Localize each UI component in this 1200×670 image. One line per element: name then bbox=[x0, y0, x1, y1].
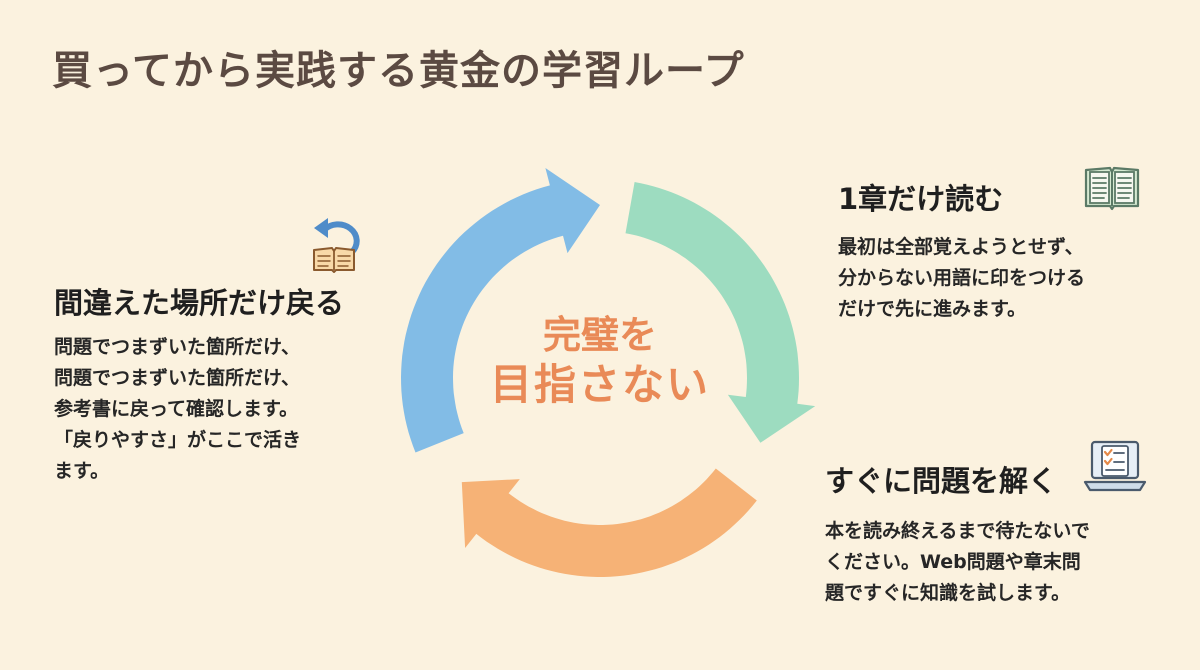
book-return-icon bbox=[313, 218, 360, 273]
step-line: 参考書に戻って確認します。 bbox=[54, 398, 299, 420]
arrow-green bbox=[625, 182, 816, 443]
step-line: 「戻りやすさ」がここで活き bbox=[54, 429, 302, 451]
center-line-2: 目指さない bbox=[489, 360, 710, 409]
step-heading: 1章だけ読む bbox=[838, 182, 1004, 216]
step-line: 問題でつまずいた箇所だけ、 bbox=[54, 367, 301, 389]
arrow-orange bbox=[461, 468, 757, 577]
step-line: 問題でつまずいた箇所だけ、 bbox=[54, 336, 301, 358]
step-review-mistakes: 間違えた場所だけ戻る 問題でつまずいた箇所だけ、 問題でつまずいた箇所だけ、 参… bbox=[54, 280, 344, 487]
center-message: 完璧を 目指さない bbox=[470, 312, 730, 412]
step-line: ます。 bbox=[54, 460, 110, 482]
step-line: 本を読み終えるまで待たないで bbox=[825, 520, 1090, 542]
step-description: 最初は全部覚えようとせず、 分からない用語に印をつける だけで先に進みます。 bbox=[838, 232, 1085, 325]
step-line: 最初は全部覚えようとせず、 bbox=[838, 236, 1084, 258]
step-line: 分からない用語に印をつける bbox=[838, 267, 1086, 289]
step-read-one-chapter: 1章だけ読む 最初は全部覚えようとせず、 分からない用語に印をつける だけで先に… bbox=[838, 176, 1085, 325]
center-line-1: 完璧を bbox=[542, 313, 657, 357]
step-description: 本を読み終えるまで待たないで ください。Web問題や章末問 題ですぐに知識を試し… bbox=[825, 516, 1090, 609]
step-line: 題ですぐに知識を試します。 bbox=[825, 582, 1071, 604]
laptop-checklist-icon bbox=[1083, 440, 1147, 492]
step-heading: すぐに問題を解く bbox=[825, 464, 1058, 498]
step-line: ください。Web問題や章末問 bbox=[825, 551, 1081, 573]
arrow-blue bbox=[401, 168, 600, 453]
step-line: だけで先に進みます。 bbox=[838, 298, 1027, 320]
page-title: 買ってから実践する黄金の学習ループ bbox=[52, 48, 745, 94]
step-heading: 間違えた場所だけ戻る bbox=[54, 286, 345, 320]
step-description: 問題でつまずいた箇所だけ、 問題でつまずいた箇所だけ、 参考書に戻って確認します… bbox=[54, 332, 344, 487]
step-solve-problems: すぐに問題を解く 本を読み終えるまで待たないで ください。Web問題や章末問 題… bbox=[825, 458, 1090, 609]
open-book-icon bbox=[1084, 166, 1140, 211]
